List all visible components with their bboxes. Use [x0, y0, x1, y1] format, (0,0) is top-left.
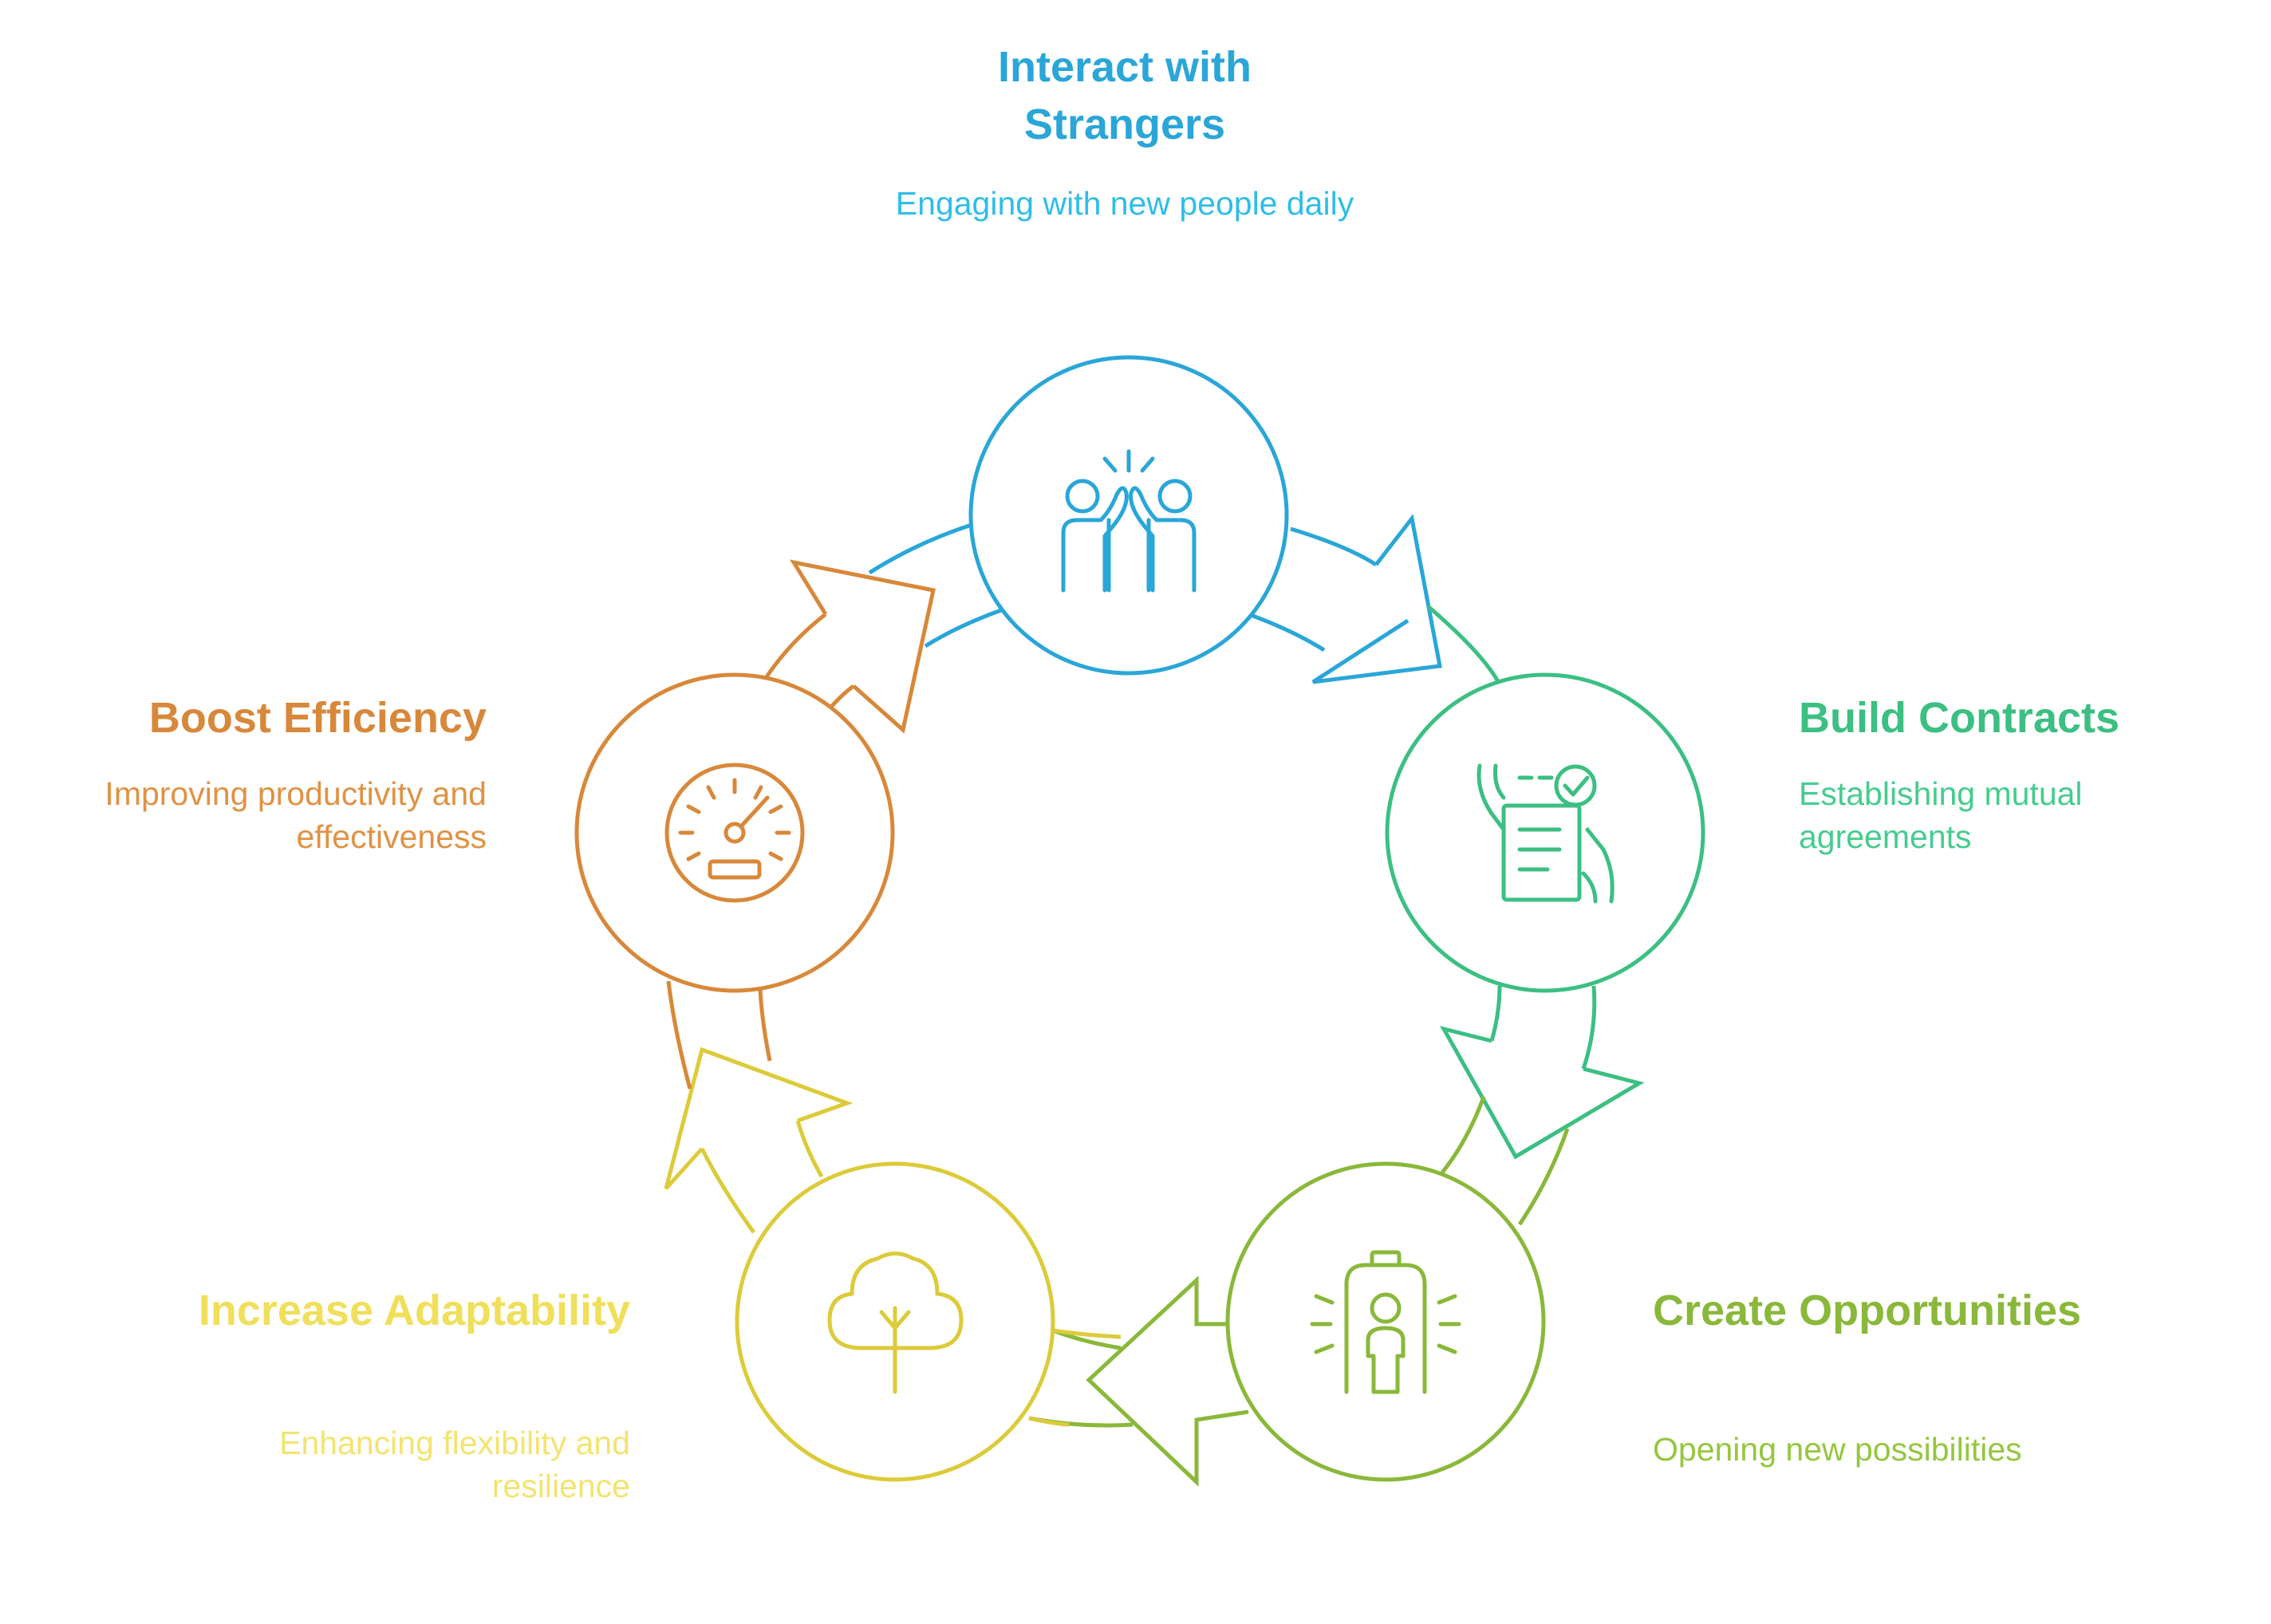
signed-document-icon: [1477, 763, 1615, 904]
arrow-interact-to-contracts: [1248, 514, 1442, 684]
node-title-interact: Interact with Strangers: [997, 43, 1252, 148]
node-description-interact: Engaging with new people daily: [895, 185, 1354, 222]
tree-icon: [827, 1252, 964, 1394]
arrow-opportunities-tail: [1441, 1096, 1570, 1226]
node-circle-interact: [968, 355, 1289, 676]
node-title-opportunities: Create Opportunities: [1653, 1287, 2082, 1334]
node-title-efficiency: Boost Efficiency: [148, 694, 487, 742]
arrow-adaptability-tail: [1028, 1328, 1122, 1427]
node-description-adaptability: Enhancing flexibility and resilience: [279, 1425, 630, 1504]
arrow-adaptability-to-efficiency: [664, 1047, 854, 1234]
arrow-interact-tail: [868, 522, 1002, 648]
arrow-contracts-tail: [1426, 605, 1502, 686]
arrow-contracts-to-opportunities: [1439, 985, 1645, 1160]
node-description-efficiency: Improving productivity and effectiveness: [104, 775, 487, 855]
node-description-opportunities: Opening new possibilities: [1653, 1431, 2022, 1468]
node-description-contracts: Establishing mutual agreements: [1799, 775, 2083, 855]
door-person-icon: [1310, 1250, 1461, 1394]
node-circle-contracts: [1385, 672, 1705, 993]
high-five-icon: [1061, 449, 1197, 593]
arrow-opportunities-to-adaptability: [1028, 1275, 1249, 1487]
speedometer-icon: [664, 763, 805, 903]
arrow-efficiency-tail: [666, 980, 772, 1090]
node-title-adaptability: Increase Adaptability: [198, 1287, 630, 1334]
node-title-contracts: Build Contracts: [1799, 694, 2120, 742]
node-circle-efficiency: [574, 672, 895, 993]
